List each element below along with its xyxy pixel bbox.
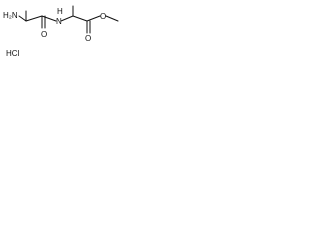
ester-single-o-label: O xyxy=(100,12,106,21)
chemical-structure: H₂N N H O O O HCl xyxy=(3,5,119,58)
bond-alpha2-to-ester-c xyxy=(72,15,88,22)
bond-alpha-to-carbonyl xyxy=(25,15,43,22)
amide-h-label: H xyxy=(57,7,63,16)
amide-n-label: N xyxy=(56,17,62,26)
bond-carbonyl-to-nh xyxy=(41,15,57,22)
salt-label: HCl xyxy=(6,49,20,58)
ester-carbonyl-o-label: O xyxy=(85,34,91,43)
amide-o-label: O xyxy=(41,30,47,39)
bond-nh-to-alpha2 xyxy=(60,15,74,22)
bond-ester-c-to-o xyxy=(86,15,101,22)
bond-o-to-methyl xyxy=(105,15,119,22)
bond-amine-to-alpha xyxy=(18,15,27,22)
amine-label: H₂N xyxy=(3,11,18,20)
